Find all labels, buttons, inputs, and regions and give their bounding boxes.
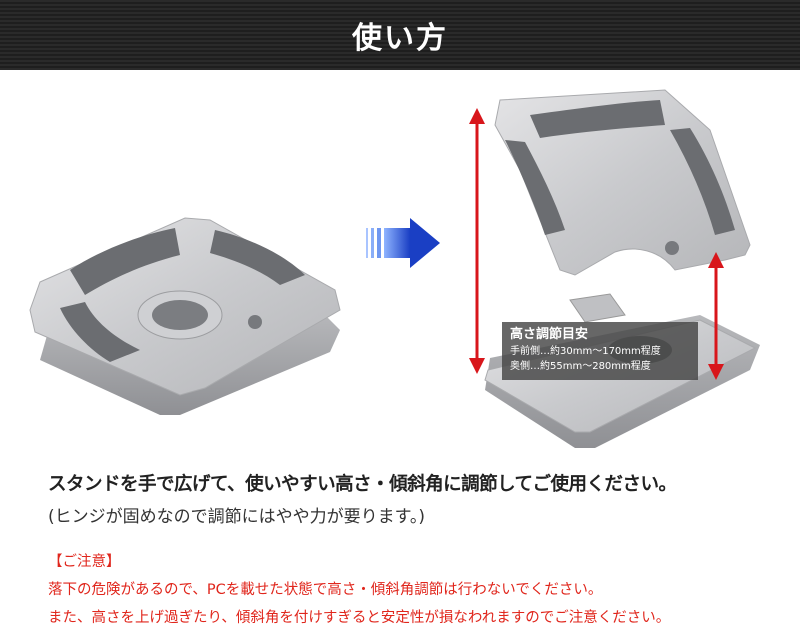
height-arrow-front bbox=[708, 252, 724, 380]
height-adjustment-box: 高さ調節目安 手前側…約30mm〜170mm程度 奥側…約55mm〜280mm程… bbox=[502, 322, 698, 380]
section-title: 使い方 bbox=[352, 21, 448, 56]
height-adjustment-title: 高さ調節目安 bbox=[510, 327, 589, 342]
transition-arrow-icon bbox=[366, 218, 440, 268]
expanded-stand bbox=[484, 89, 760, 448]
folded-stand bbox=[29, 217, 341, 415]
usage-note: (ヒンジが固めなので調節にはやや力が要ります。) bbox=[48, 507, 426, 527]
height-back-range: 奥側…約55mm〜280mm程度 bbox=[510, 361, 651, 372]
caution-block: 【ご注意】 落下の危険があるので、PCを載せた状態で高さ・傾斜角調節は行わないで… bbox=[48, 548, 670, 632]
height-arrow-back bbox=[469, 108, 485, 374]
usage-instruction: スタンドを手で広げて、使いやすい高さ・傾斜角に調節してご使用ください。 bbox=[48, 474, 677, 495]
caution-title: 【ご注意】 bbox=[48, 554, 121, 570]
product-illustration bbox=[29, 89, 760, 448]
height-front-range: 手前側…約30mm〜170mm程度 bbox=[510, 346, 661, 357]
caution-line-1: 落下の危険があるので、PCを載せた状態で高さ・傾斜角調節は行わないでください。 bbox=[48, 582, 603, 598]
caution-line-2: また、高さを上げ過ぎたり、傾斜角を付けすぎると安定性が損なわれますのでご注意くだ… bbox=[48, 610, 671, 626]
section-header: 使い方 bbox=[0, 0, 800, 70]
